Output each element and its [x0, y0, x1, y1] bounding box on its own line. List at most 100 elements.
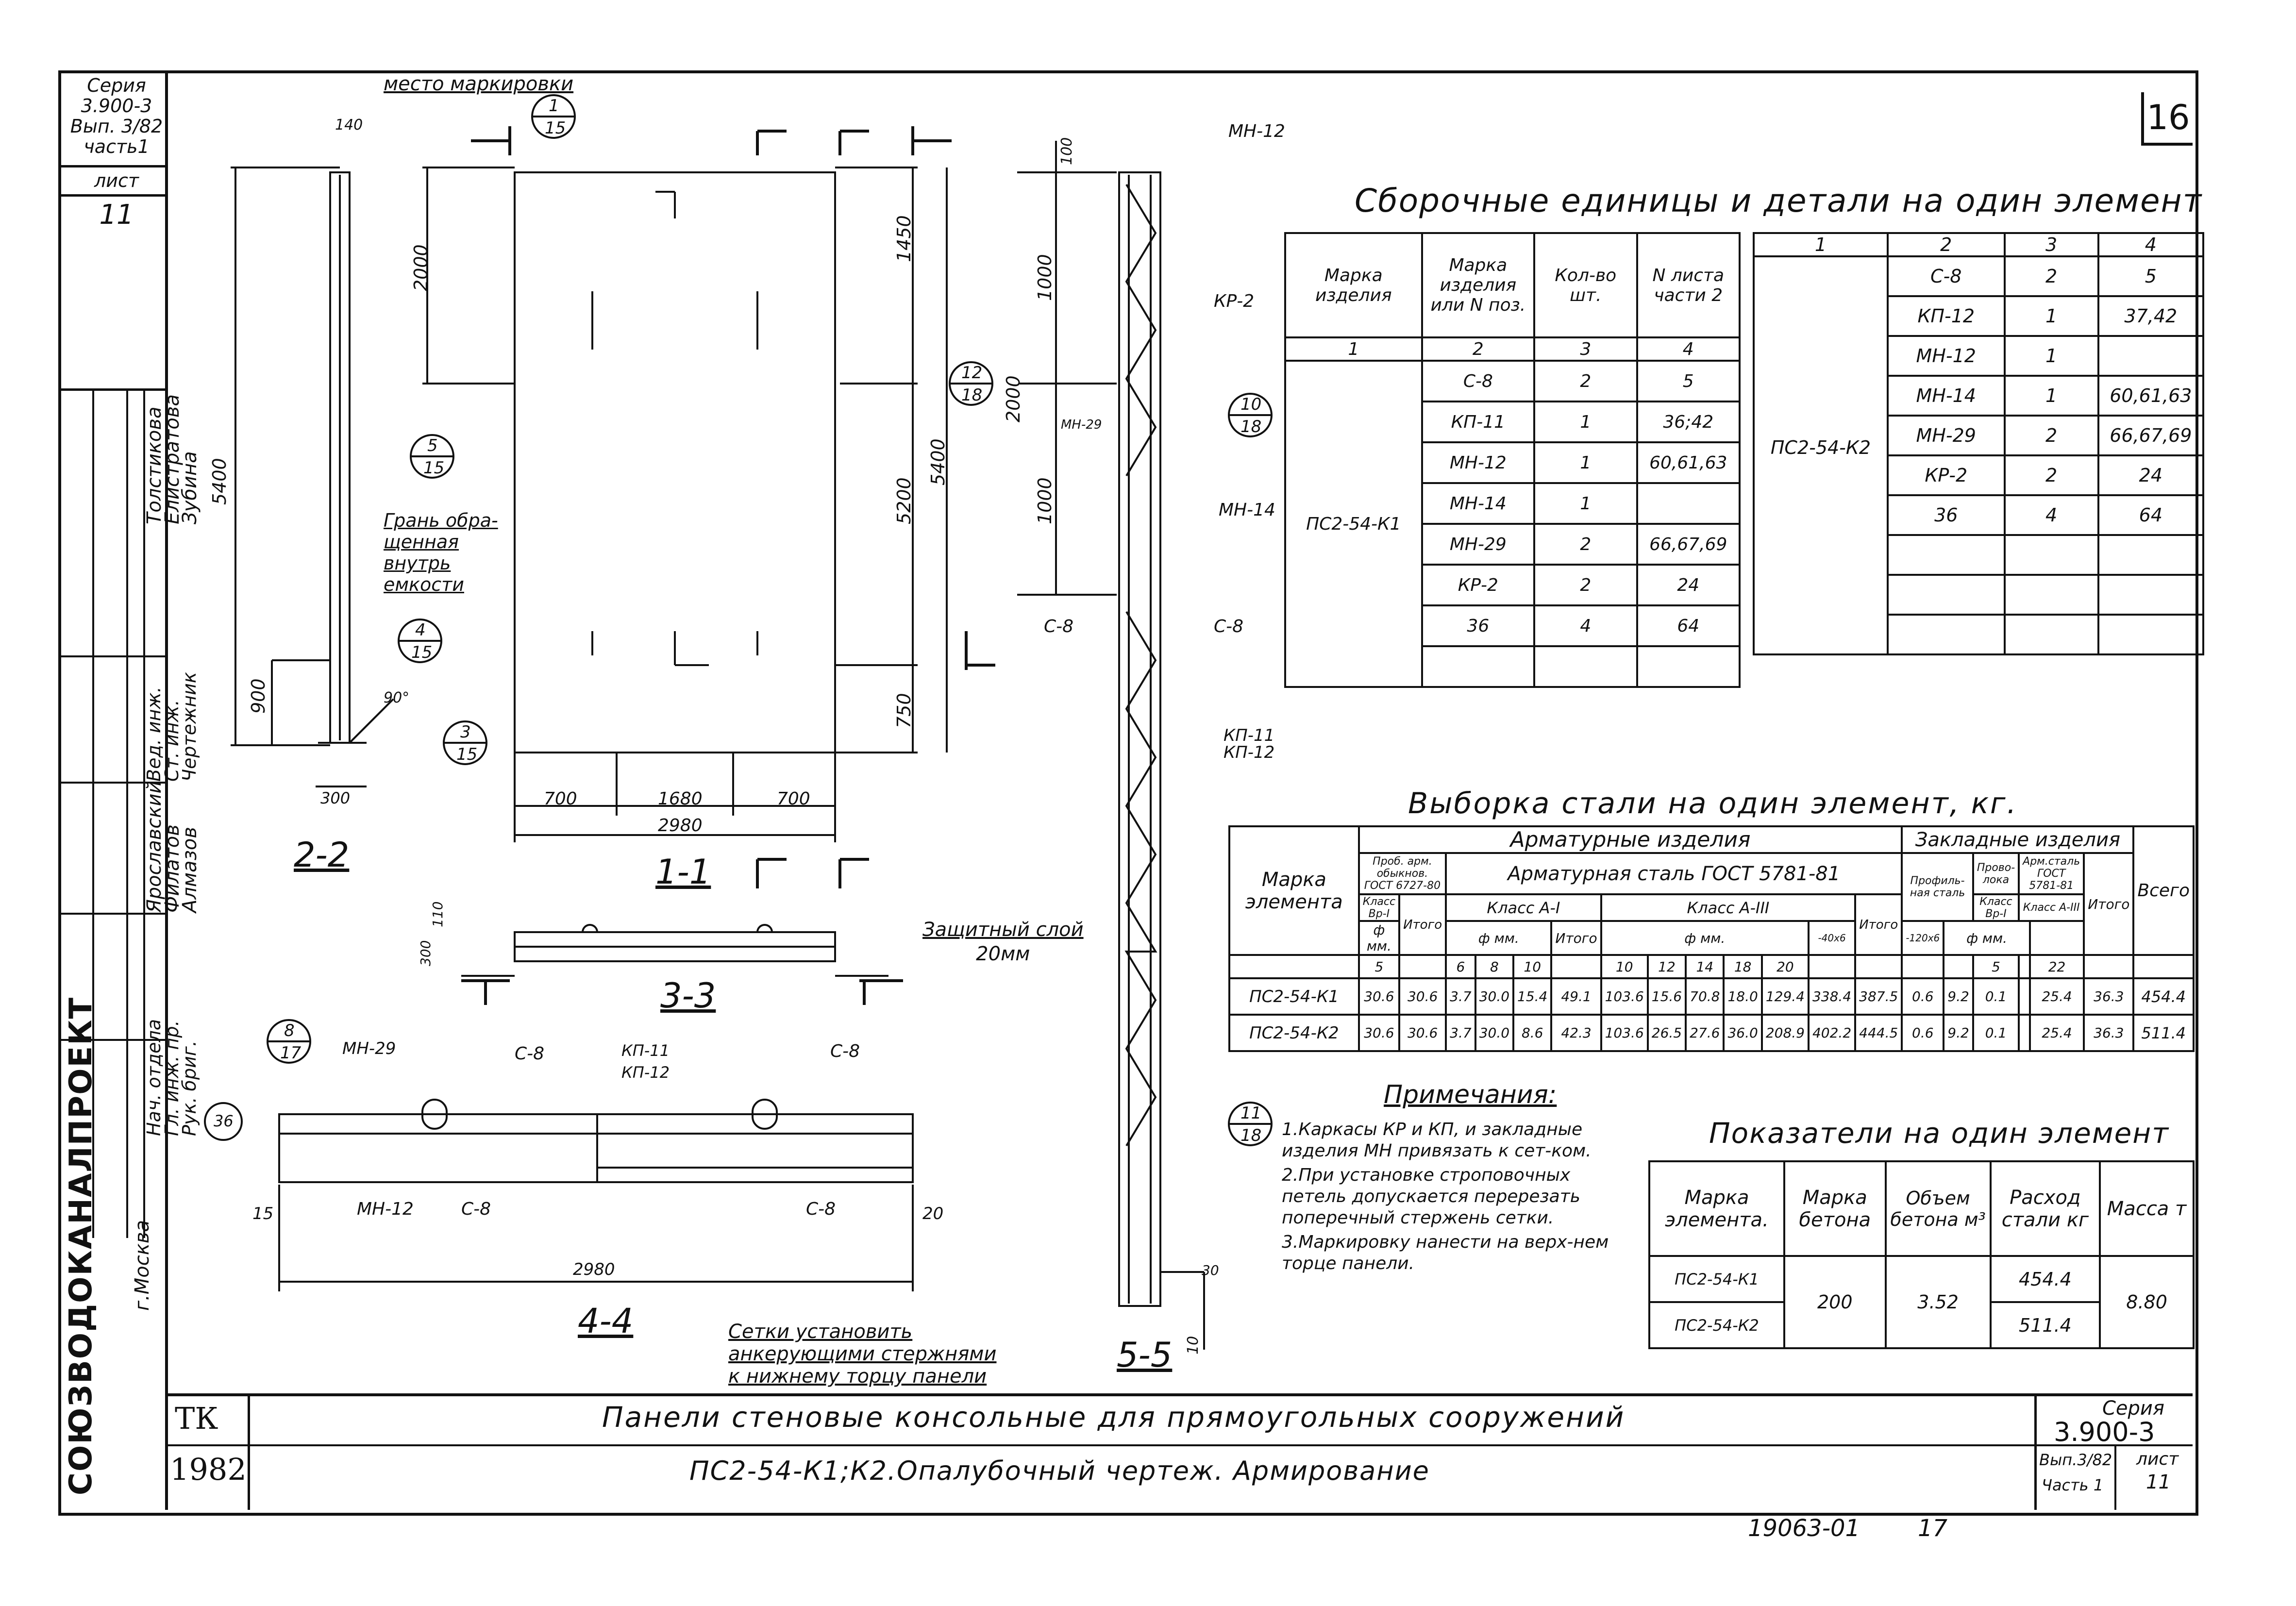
table-cell: 1 — [2003, 335, 2099, 377]
header-cell: Арматурная сталь ГОСТ 5781-81 — [1445, 852, 1903, 895]
table-cell — [1886, 614, 2006, 655]
diameter-cell — [2018, 954, 2031, 979]
header-cell: Арматурные изделия — [1357, 825, 1903, 854]
dim-label: 2980 — [658, 816, 703, 836]
callout-top: 1 — [549, 96, 559, 116]
assembly-table-k1: Марка изделия Марка изделия или N поз. К… — [1284, 232, 1741, 688]
diameter-cell — [1228, 954, 1360, 979]
table-cell: 30.6 — [1398, 1014, 1447, 1052]
diameter-cell — [1901, 954, 1945, 979]
table-cell: 3.7 — [1445, 977, 1476, 1016]
table-cell: 15.4 — [1512, 977, 1553, 1016]
dim-label: 2980 — [573, 1260, 615, 1279]
protective-layer-line: Защитный слой — [922, 919, 1084, 941]
dim-label: 110 — [430, 901, 446, 927]
part-label: С-8 — [830, 1041, 860, 1061]
table-cell — [2003, 574, 2099, 616]
part-label: МН-12 — [1228, 121, 1285, 141]
table-cell: 36.3 — [2083, 977, 2135, 1016]
table-cell: 1 — [2003, 375, 2099, 417]
table-cell: 5 — [1636, 360, 1741, 402]
header-cell: ф мм. — [1357, 920, 1401, 956]
sheet-frame — [58, 70, 2198, 1516]
col-number: 4 — [1636, 336, 1741, 362]
table-cell: 8.6 — [1512, 1014, 1553, 1052]
footer-page: 17 — [1918, 1515, 1948, 1542]
table-row: ПС2-54-К1 30.6 30.6 3.7 30.0 15.4 49.1 1… — [1228, 977, 2195, 1016]
col-number: 4 — [2097, 232, 2205, 257]
stamp-list-label: лист — [2136, 1449, 2179, 1469]
table-cell: 36.3 — [2083, 1014, 2135, 1052]
part-label: 36 — [214, 1112, 234, 1130]
header-cell: ф мм. — [1600, 920, 1810, 956]
list-label: лист — [94, 170, 139, 191]
header-cell: Класс А-I — [1445, 893, 1602, 922]
table-cell: МН-12 — [1886, 335, 2006, 377]
steel-title: Выборка стали на один элемент, кг. — [1408, 786, 2018, 820]
dim-label: 20 — [922, 1204, 944, 1223]
header-cell: Марка изделия или N поз. — [1421, 232, 1536, 338]
table-cell: 3.52 — [1884, 1255, 1992, 1349]
table-cell — [1636, 482, 1741, 525]
table-cell: 66,67,69 — [2097, 415, 2205, 456]
table-cell: 9.2 — [1943, 1014, 1974, 1052]
series-line: 3.900-3 — [81, 95, 152, 117]
header-cell: Кол-во шт. — [1533, 232, 1638, 338]
note-item: 2.При установке строповочных петель допу… — [1282, 1165, 1580, 1228]
section-4-4-body — [278, 1113, 914, 1183]
table-cell — [1421, 645, 1536, 688]
diameter-cell: 12 — [1646, 954, 1687, 979]
col-number: 2 — [1421, 336, 1536, 362]
col-number: 1 — [1284, 336, 1423, 362]
dim-label: 140 — [335, 117, 363, 134]
header-cell: Итого — [1550, 920, 1602, 956]
table-cell: 2 — [2003, 415, 2099, 456]
header-cell: Масса т — [2099, 1160, 2195, 1257]
callout-bottom: 18 — [961, 385, 983, 405]
table-cell: 49.1 — [1550, 977, 1602, 1016]
dim-label: 1000 — [1034, 477, 1056, 524]
header-cell: Итого — [1398, 893, 1447, 956]
table-cell: 30.0 — [1474, 1014, 1515, 1052]
table-cell: 27.6 — [1685, 1014, 1725, 1052]
staff-col-line — [126, 388, 128, 1238]
callout-bottom: 18 — [1240, 417, 1262, 436]
table-cell: 36 — [1886, 494, 2006, 536]
dim-label: 10 — [1185, 1336, 1202, 1355]
header-cell: Класс А-III — [1600, 893, 1857, 922]
dim-label: 1000 — [1034, 254, 1056, 301]
table-cell: 511.4 — [2132, 1014, 2195, 1052]
header-cell: Класс Вр-I — [1972, 893, 2020, 922]
table-cell: КР-2 — [1421, 564, 1536, 606]
callout-top: 8 — [284, 1021, 295, 1040]
header-cell: Класс А-III — [2018, 893, 2085, 922]
table-cell: 2 — [2003, 255, 2099, 297]
part-label: КП-12 — [621, 1063, 670, 1082]
mesh-note: Сетки установить анкерующими стержнями к… — [728, 1321, 996, 1388]
table-cell: 24 — [2097, 454, 2205, 496]
header-cell: Марка элемента. — [1648, 1160, 1785, 1257]
indicators-title: Показатели на один элемент — [1709, 1117, 2169, 1150]
callout-bottom: 15 — [545, 118, 566, 138]
left-column-border — [165, 70, 168, 1510]
table-cell: ПС2-54-К1 — [1228, 977, 1360, 1016]
dim-label: 300 — [418, 940, 434, 966]
table-cell: 25.4 — [2028, 1014, 2085, 1052]
table-cell — [2018, 977, 2031, 1016]
callout-top: 12 — [961, 363, 983, 383]
diameter-cell: 14 — [1685, 954, 1725, 979]
diameter-cell — [1398, 954, 1447, 979]
table-cell: 24 — [1636, 564, 1741, 606]
table-cell: 200 — [1783, 1255, 1887, 1349]
header-cell: -120x6 — [1901, 920, 1945, 956]
diameter-cell — [2083, 954, 2135, 979]
table-cell: 30.0 — [1474, 977, 1515, 1016]
part-label: С-8 — [515, 1044, 545, 1064]
diameter-cell — [1854, 954, 1903, 979]
table-cell: 454.4 — [1989, 1255, 2101, 1303]
table-cell: 36.0 — [1723, 1014, 1763, 1052]
table-cell: 70.8 — [1685, 977, 1725, 1016]
staff-col-line — [143, 388, 145, 1238]
table-cell: 25.4 — [2028, 977, 2085, 1016]
